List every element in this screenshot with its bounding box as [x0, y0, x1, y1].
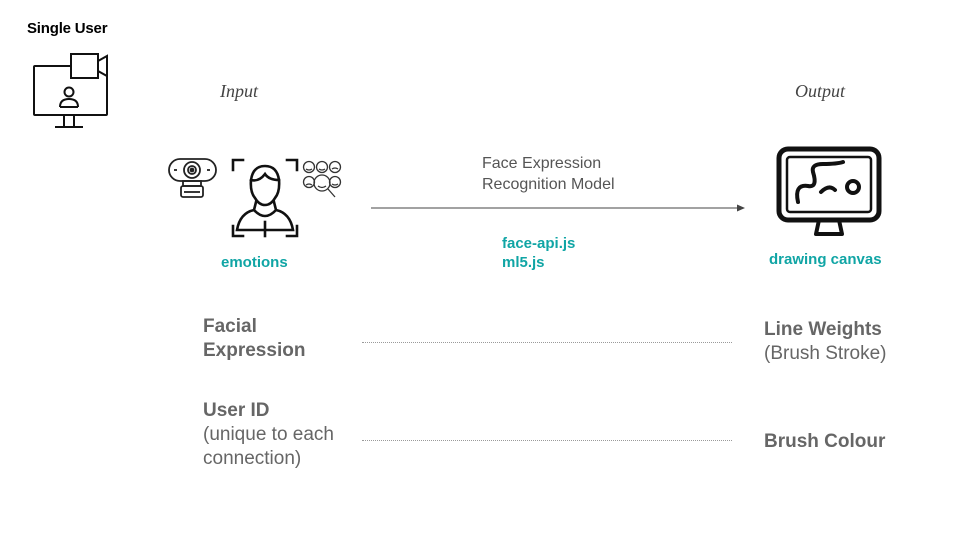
page-title: Single User	[27, 20, 108, 37]
input-label: Input	[220, 81, 258, 101]
brush-colour-label: Brush Colour	[764, 431, 886, 452]
face-recognition-icon	[231, 158, 299, 238]
libraries-list: face-api.js ml5.js	[502, 234, 575, 272]
model-label-line-1: Face Expression	[482, 155, 602, 172]
video-call-monitor-icon	[33, 53, 108, 128]
facial-expression-line-1: Facial	[203, 316, 257, 337]
webcam-icon	[168, 158, 217, 198]
library-ml5: ml5.js	[502, 254, 545, 271]
user-id-title: User ID	[203, 400, 270, 421]
line-weights-title: Line Weights	[764, 319, 882, 340]
facial-expression-line-2: Expression	[203, 340, 306, 361]
model-label-line-2: Recognition Model	[482, 176, 615, 193]
output-label: Output	[795, 81, 846, 101]
drawing-canvas-label: drawing canvas	[769, 251, 882, 268]
emoji-search-icon	[302, 160, 342, 198]
line-weights-label: Line Weights (Brush Stroke)	[764, 318, 886, 366]
user-id-label: User ID (unique to each connection)	[203, 399, 334, 471]
emotions-label: emotions	[221, 254, 288, 271]
user-id-sub-1: (unique to each	[203, 424, 334, 445]
drawing-monitor-icon	[776, 146, 882, 236]
brush-stroke-sub: (Brush Stroke)	[764, 343, 887, 364]
flow-arrow	[371, 204, 745, 212]
user-id-sub-2: connection)	[203, 448, 302, 469]
facial-expression-label: Facial Expression	[203, 315, 305, 363]
mapping-connector-2	[362, 440, 732, 441]
library-face-api: face-api.js	[502, 235, 576, 252]
mapping-connector-1	[362, 342, 732, 343]
model-label: Face Expression Recognition Model	[482, 153, 615, 195]
